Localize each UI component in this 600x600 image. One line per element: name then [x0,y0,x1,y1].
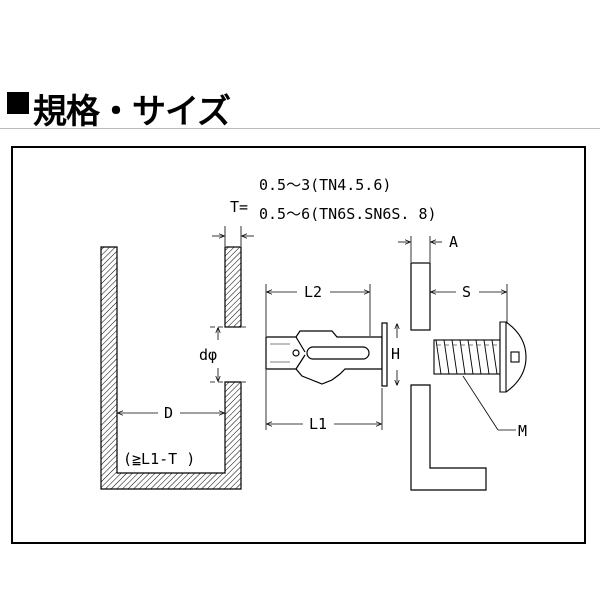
section-title: 規格・サイズ [33,92,231,132]
m-label: M [518,422,527,440]
a-dimension [398,236,442,262]
h-label: H [391,345,400,363]
length-condition-label: (≧L1-T ) [123,450,195,468]
section-header: 規格・サイズ [0,78,600,138]
diagram-frame [11,146,586,544]
header-divider [0,128,600,129]
s-label: S [462,283,471,301]
a-label: A [449,233,458,251]
dphi-dimension [210,326,246,383]
l2-dimension [265,284,371,336]
dphi-label: dφ [199,346,217,364]
t-range-line-1: 0.5～3(TN4.5.6) [259,176,391,194]
tee-nut [265,322,388,387]
l1-dimension [265,370,383,430]
l1-label: L1 [309,415,327,433]
t-dimension [212,226,254,246]
t-prefix-label: T= [230,198,248,216]
mounting-plate [410,262,487,491]
header-square-icon [7,92,29,114]
t-range-line-2: 0.5～6(TN6S.SN6S. 8) [259,205,437,223]
d-label: D [164,404,173,422]
u-channel-panel [100,246,242,490]
l2-label: L2 [304,283,322,301]
m-leader [462,375,516,431]
screw [433,321,527,393]
